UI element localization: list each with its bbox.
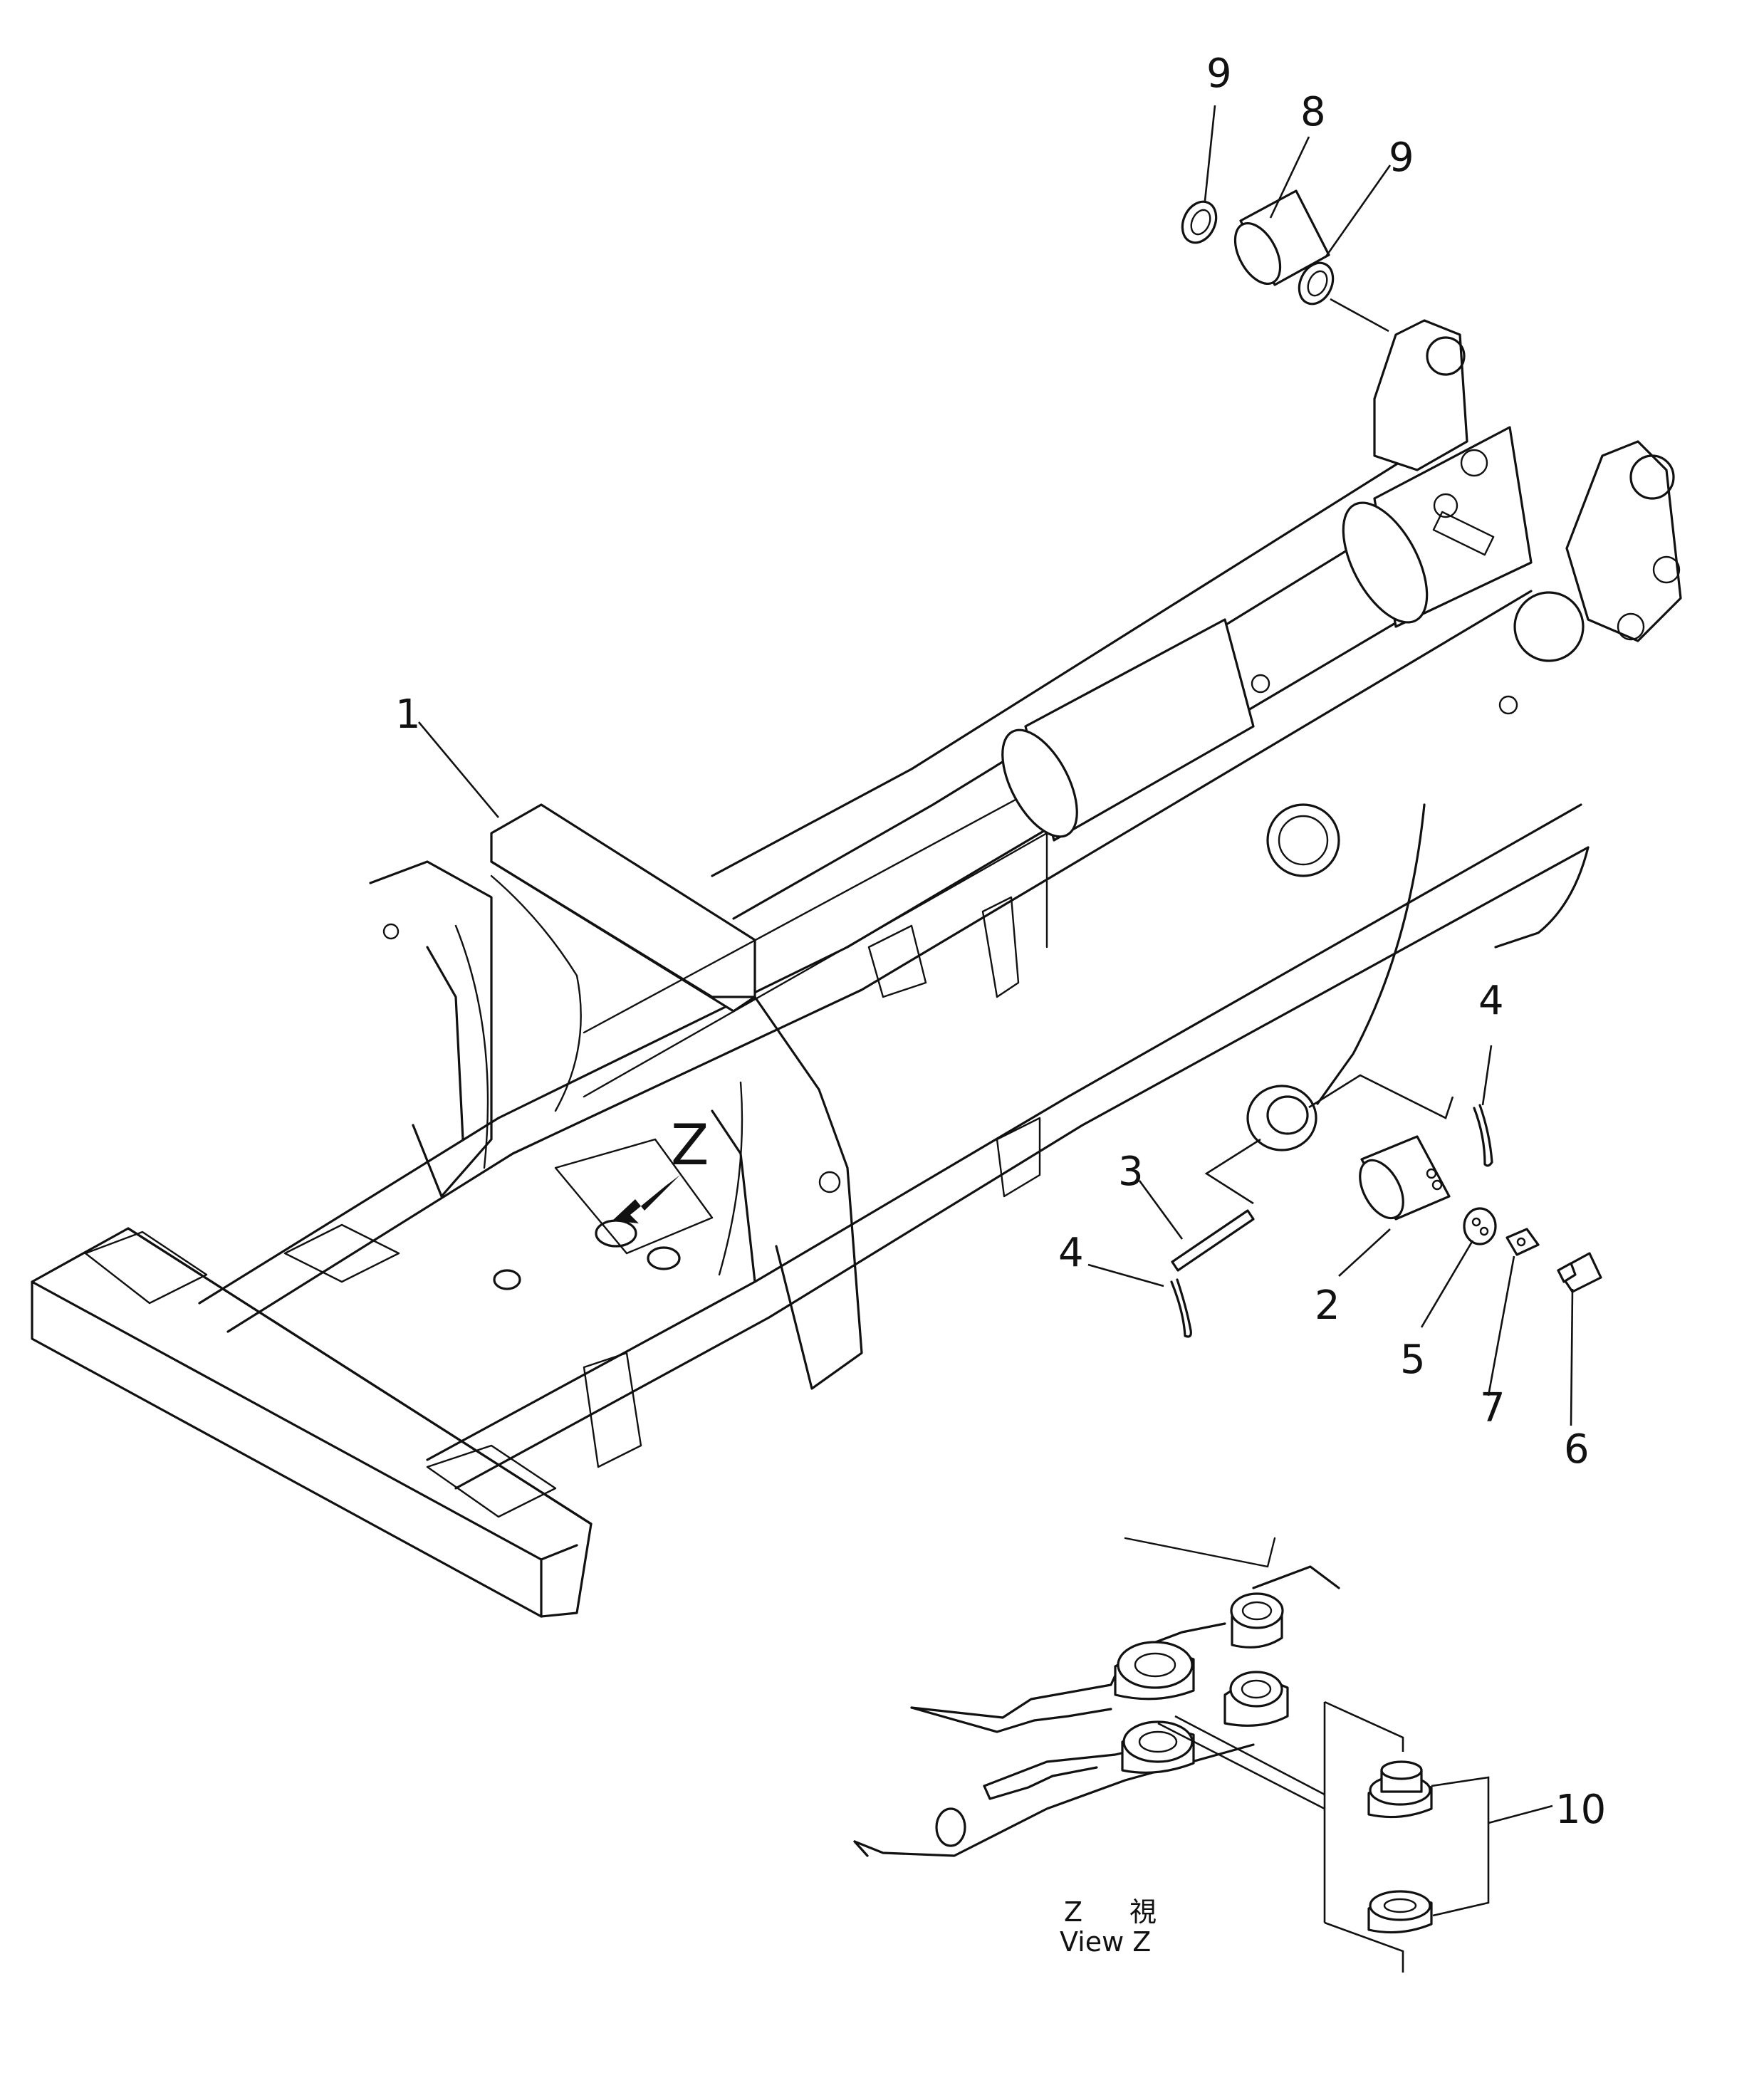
callout-7: 7 [1480, 1385, 1505, 1431]
callout-labels: 1 2 3 4 4 5 6 7 8 9 9 10 [395, 51, 1606, 1833]
callout-4a: 4 [1478, 978, 1504, 1024]
view-z-arrow: Z [612, 1114, 709, 1223]
part-2-pin [1359, 1135, 1451, 1221]
view-caption-kanji: 視 [1129, 1896, 1157, 1928]
part-8-bushing [1233, 189, 1330, 286]
callout-3: 3 [1118, 1149, 1144, 1195]
callout-9b: 9 [1389, 135, 1414, 181]
part-3-rod [1171, 1209, 1255, 1272]
part-boss [1246, 1085, 1317, 1151]
leader-lines [418, 105, 1574, 1426]
part-4a-cotter-pin [1473, 1104, 1493, 1167]
view-z-detail [853, 1537, 1553, 1973]
part-5-washer [1463, 1207, 1497, 1245]
part-6-bolt [1557, 1252, 1602, 1293]
callout-6: 6 [1564, 1426, 1590, 1473]
callout-10: 10 [1555, 1787, 1606, 1833]
part-9b-seal [1298, 261, 1335, 305]
callout-4b: 4 [1058, 1230, 1084, 1276]
view-caption-text: View Z [1060, 1926, 1151, 1958]
callout-2: 2 [1315, 1283, 1340, 1329]
view-caption-letter: Z [1064, 1896, 1082, 1928]
callout-8: 8 [1300, 89, 1326, 135]
view-z-marker: Z [671, 1114, 709, 1178]
part-4b-cotter-pin [1170, 1278, 1192, 1338]
callout-9a: 9 [1206, 51, 1232, 97]
callout-5: 5 [1400, 1337, 1426, 1383]
part-7-lock-plate [1505, 1228, 1540, 1256]
callout-1: 1 [395, 691, 421, 738]
part-9a-seal [1181, 200, 1218, 244]
view-caption: Z 視 View Z [1060, 1896, 1157, 1958]
main-frame [31, 319, 1682, 1618]
